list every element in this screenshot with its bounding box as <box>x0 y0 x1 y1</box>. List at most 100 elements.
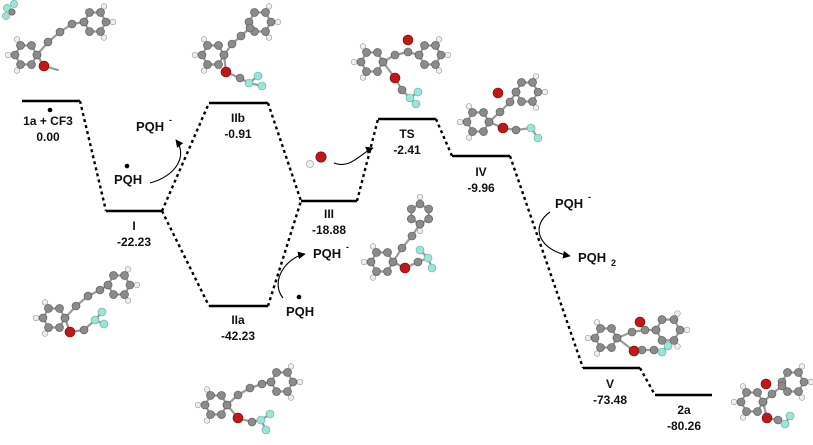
carbon-atom <box>413 257 423 267</box>
carbon-atom <box>758 397 768 407</box>
carbon-atom <box>533 87 543 97</box>
carbon-atom <box>484 117 494 127</box>
carbon-atom <box>383 267 392 276</box>
carbon-atom <box>38 313 48 323</box>
hydrogen-atom <box>100 34 108 41</box>
carbon-atom <box>505 97 515 107</box>
carbon-atom <box>55 27 65 37</box>
carbon-atom <box>79 17 89 27</box>
carbon-atom <box>414 50 424 60</box>
fluorine-atom <box>663 341 673 351</box>
level-labels: 1a + CF3 0.00 I -22.23 IIb -0.91 IIa -42… <box>23 107 701 433</box>
carbon-atom <box>462 117 472 127</box>
hydrogen-atom <box>13 36 21 43</box>
carbon-atom <box>640 325 650 335</box>
fluorine-atom <box>256 415 266 425</box>
carbon-atom <box>16 60 25 69</box>
molecule-1a <box>4 3 117 74</box>
carbon-atom <box>607 324 616 333</box>
hydrogen-atom <box>465 134 473 141</box>
carbon-atom <box>627 327 637 337</box>
carbon-atom <box>794 387 803 396</box>
carbon-atom <box>245 23 255 33</box>
hydrogen-atom <box>124 297 132 304</box>
level-name-IIa: IIa <box>231 313 245 327</box>
level-energy-IV: -9.96 <box>467 181 495 195</box>
carbon-atom <box>83 291 93 301</box>
fluorine-atom <box>2 12 10 20</box>
reagent-from-label: PQH <box>555 196 583 211</box>
hydrogen-atom <box>100 3 108 10</box>
oxygen-atom <box>232 412 244 424</box>
molecule-IIb <box>191 3 282 91</box>
carbon-atom <box>415 199 425 209</box>
level-energy-TS: -2.41 <box>393 143 421 157</box>
fluorine-atom <box>413 87 423 97</box>
carbon-atom <box>415 219 425 229</box>
hydrogen-atom <box>369 243 377 250</box>
carbon-atom <box>16 41 25 50</box>
carbon-atom <box>43 37 53 47</box>
connector-IV-V <box>508 155 585 369</box>
carbon-atom <box>373 67 382 76</box>
carbon-atom <box>669 315 679 324</box>
carbon-atom <box>657 336 667 345</box>
carbon-atom <box>103 280 113 290</box>
carbon-atom <box>217 391 226 400</box>
fluorine-atom <box>10 0 18 8</box>
level-name-2a: 2a <box>677 403 691 417</box>
carbon-atom <box>55 323 64 332</box>
carbon-atom <box>675 325 685 335</box>
level-name-I: I <box>132 219 135 233</box>
hydrogen-atom <box>109 18 117 26</box>
hydrogen-atom <box>593 350 601 357</box>
carbon-atom <box>32 50 42 60</box>
hydrogen-atom <box>287 363 295 370</box>
oxygen-atom <box>492 87 504 99</box>
oxygen-atom <box>38 60 50 72</box>
carbon-atom <box>217 410 226 419</box>
level-name-V: V <box>606 377 614 391</box>
carbon-atom <box>44 304 53 313</box>
carbon-atom <box>283 368 292 377</box>
carbon-atom <box>235 73 245 83</box>
carbon-atom <box>431 60 440 69</box>
hydroxyl-radical <box>306 146 374 168</box>
carbon-atom <box>288 377 298 387</box>
fluorine-atom <box>90 315 100 325</box>
hydrogen-atom <box>541 88 549 96</box>
hydrogen-atom <box>593 319 601 326</box>
reagent-to-superscript: - <box>346 242 349 252</box>
molecule-2a <box>730 363 813 429</box>
carbon-atom <box>283 387 292 396</box>
carbon-atom <box>257 379 267 389</box>
hydrogen-atom <box>200 67 208 74</box>
carbon-atom <box>407 214 416 224</box>
hydrogen-atom <box>124 266 132 273</box>
fluorine-atom <box>253 71 263 81</box>
carbon-atom <box>44 323 53 332</box>
carbon-atom <box>378 57 388 67</box>
molecule-structures <box>4 3 813 435</box>
carbon-atom <box>85 8 94 17</box>
carbon-atom <box>245 383 255 393</box>
cf3-radical-fragment <box>2 0 18 20</box>
oxygen-atom <box>634 316 646 328</box>
oxygen-atom <box>628 345 640 357</box>
fluorine-atom <box>3 4 11 12</box>
oxygen-atom <box>64 326 76 338</box>
carbon-atom <box>120 290 129 299</box>
carbon-atom <box>479 127 488 136</box>
molecule-V <box>584 310 691 357</box>
carbon-atom <box>96 27 105 36</box>
hydrogen-atom <box>359 43 367 50</box>
molecule-IV <box>456 73 549 143</box>
carbon-atom <box>203 60 212 69</box>
fluorine-atom <box>657 347 667 357</box>
level-energy-IIa: -42.23 <box>221 329 255 343</box>
fluorine-atom <box>261 425 271 435</box>
carbon-atom <box>468 127 477 136</box>
carbon-atom <box>657 315 667 324</box>
level-energy-IIb: -0.91 <box>224 127 252 141</box>
carbon-atom <box>390 50 400 60</box>
